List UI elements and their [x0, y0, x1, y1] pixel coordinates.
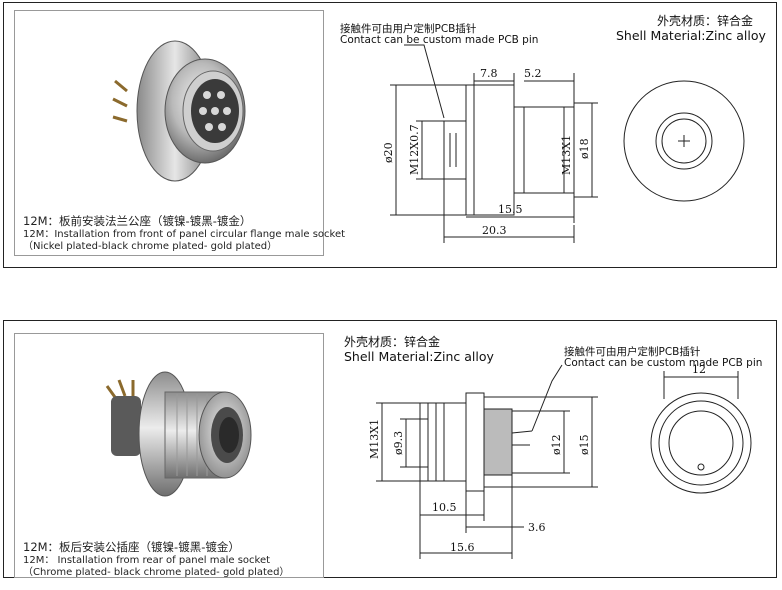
flange-socket-photo-frame: 12M：板前安装法兰公座（镀镍-镀黑-镀金） 12M：Installation …	[14, 10, 345, 256]
top-dim-5-2: 5.2	[524, 67, 542, 80]
bottom-dim-3-6: 3.6	[528, 521, 546, 534]
bottom-caption: 12M：板后安装公插座（镀镍-镀黑-镀金） 12M： Installation …	[23, 540, 289, 579]
top-material-en: Shell Material:Zinc alloy	[616, 28, 766, 43]
bottom-endview-mid	[658, 400, 744, 486]
top-dim-m12x07: M12X0.7	[408, 124, 421, 175]
rear-socket-photo-frame: 12M：板后安装公插座（镀镍-镀黑-镀金） 12M： Installation …	[14, 333, 324, 578]
bottom-flange-outline	[465, 392, 485, 492]
top-caption: 12M：板前安装法兰公座（镀镍-镀黑-镀金） 12M：Installation …	[23, 214, 345, 253]
top-rear-thread	[443, 120, 467, 180]
bottom-dim-d15: ø15	[578, 434, 591, 455]
top-dim-15-5: 15.5	[498, 203, 523, 216]
bottom-technical-drawing: M13X1 ø9.3 ø12 ø15 10.5 3.6 15.6 12	[368, 363, 752, 559]
flange-socket-photo	[112, 40, 246, 182]
bottom-material-en: Shell Material:Zinc alloy	[344, 349, 494, 364]
top-technical-drawing: 7.8 5.2 ø20 M12X0.7 M13X1 ø18 15.5 20.3	[382, 44, 745, 243]
bottom-note-leader	[531, 364, 563, 432]
bottom-dim-10-5: 10.5	[432, 501, 457, 514]
top-body-outline	[513, 106, 575, 194]
top-endview-mid	[655, 112, 713, 170]
bottom-caption-line3: （Chrome plated- black chrome plated- gol…	[23, 567, 290, 578]
top-caption-line1: 12M：板前安装法兰公座（镀镍-镀黑-镀金）	[23, 214, 252, 228]
top-dim-m13x1: M13X1	[560, 135, 573, 175]
bottom-product-panel: 12M：板后安装公插座（镀镍-镀黑-镀金） 12M： Installation …	[3, 320, 777, 578]
bottom-endview-outer	[650, 392, 752, 494]
bottom-nut	[483, 408, 513, 476]
top-dim-7-8: 7.8	[480, 67, 498, 80]
top-material-cn: 外壳材质：锌合金	[657, 14, 754, 28]
bottom-dim-d12: ø12	[550, 434, 563, 455]
top-dim-d20: ø20	[382, 142, 395, 163]
rear-socket-photo	[105, 371, 252, 497]
bottom-material-cn: 外壳材质：锌合金	[344, 335, 441, 349]
top-flange-outline	[465, 84, 515, 216]
top-contact-note-en: Contact can be custom made PCB pin	[340, 34, 539, 46]
top-contact-note-cn: 接触件可由用户定制PCB插针	[340, 23, 477, 35]
bottom-dim-d9-3: ø9.3	[392, 431, 405, 455]
bottom-dim-m13x1: M13X1	[368, 419, 381, 459]
bottom-contact-note-en: Contact can be custom made PCB pin	[564, 357, 763, 369]
top-dim-20-3: 20.3	[482, 224, 507, 237]
top-caption-line3: （Nickel plated-black chrome plated- gold…	[23, 241, 278, 252]
bottom-caption-line2: 12M： Installation from rear of panel mal…	[23, 555, 271, 566]
bottom-thread-outline	[419, 402, 467, 482]
top-endview-outer	[623, 80, 745, 202]
top-product-panel: 12M：板前安装法兰公座（镀镍-镀黑-镀金） 12M：Installation …	[3, 2, 777, 268]
bottom-dim-12: 12	[692, 363, 706, 376]
bottom-dim-15-6: 15.6	[450, 541, 475, 554]
top-dim-d18: ø18	[578, 138, 591, 159]
top-caption-line2: 12M：Installation from front of panel cir…	[23, 229, 346, 240]
bottom-contact-note-cn: 接触件可由用户定制PCB插针	[564, 346, 701, 358]
top-note-leader	[404, 44, 445, 119]
bottom-caption-line1: 12M：板后安装公插座（镀镍-镀黑-镀金）	[23, 540, 240, 554]
